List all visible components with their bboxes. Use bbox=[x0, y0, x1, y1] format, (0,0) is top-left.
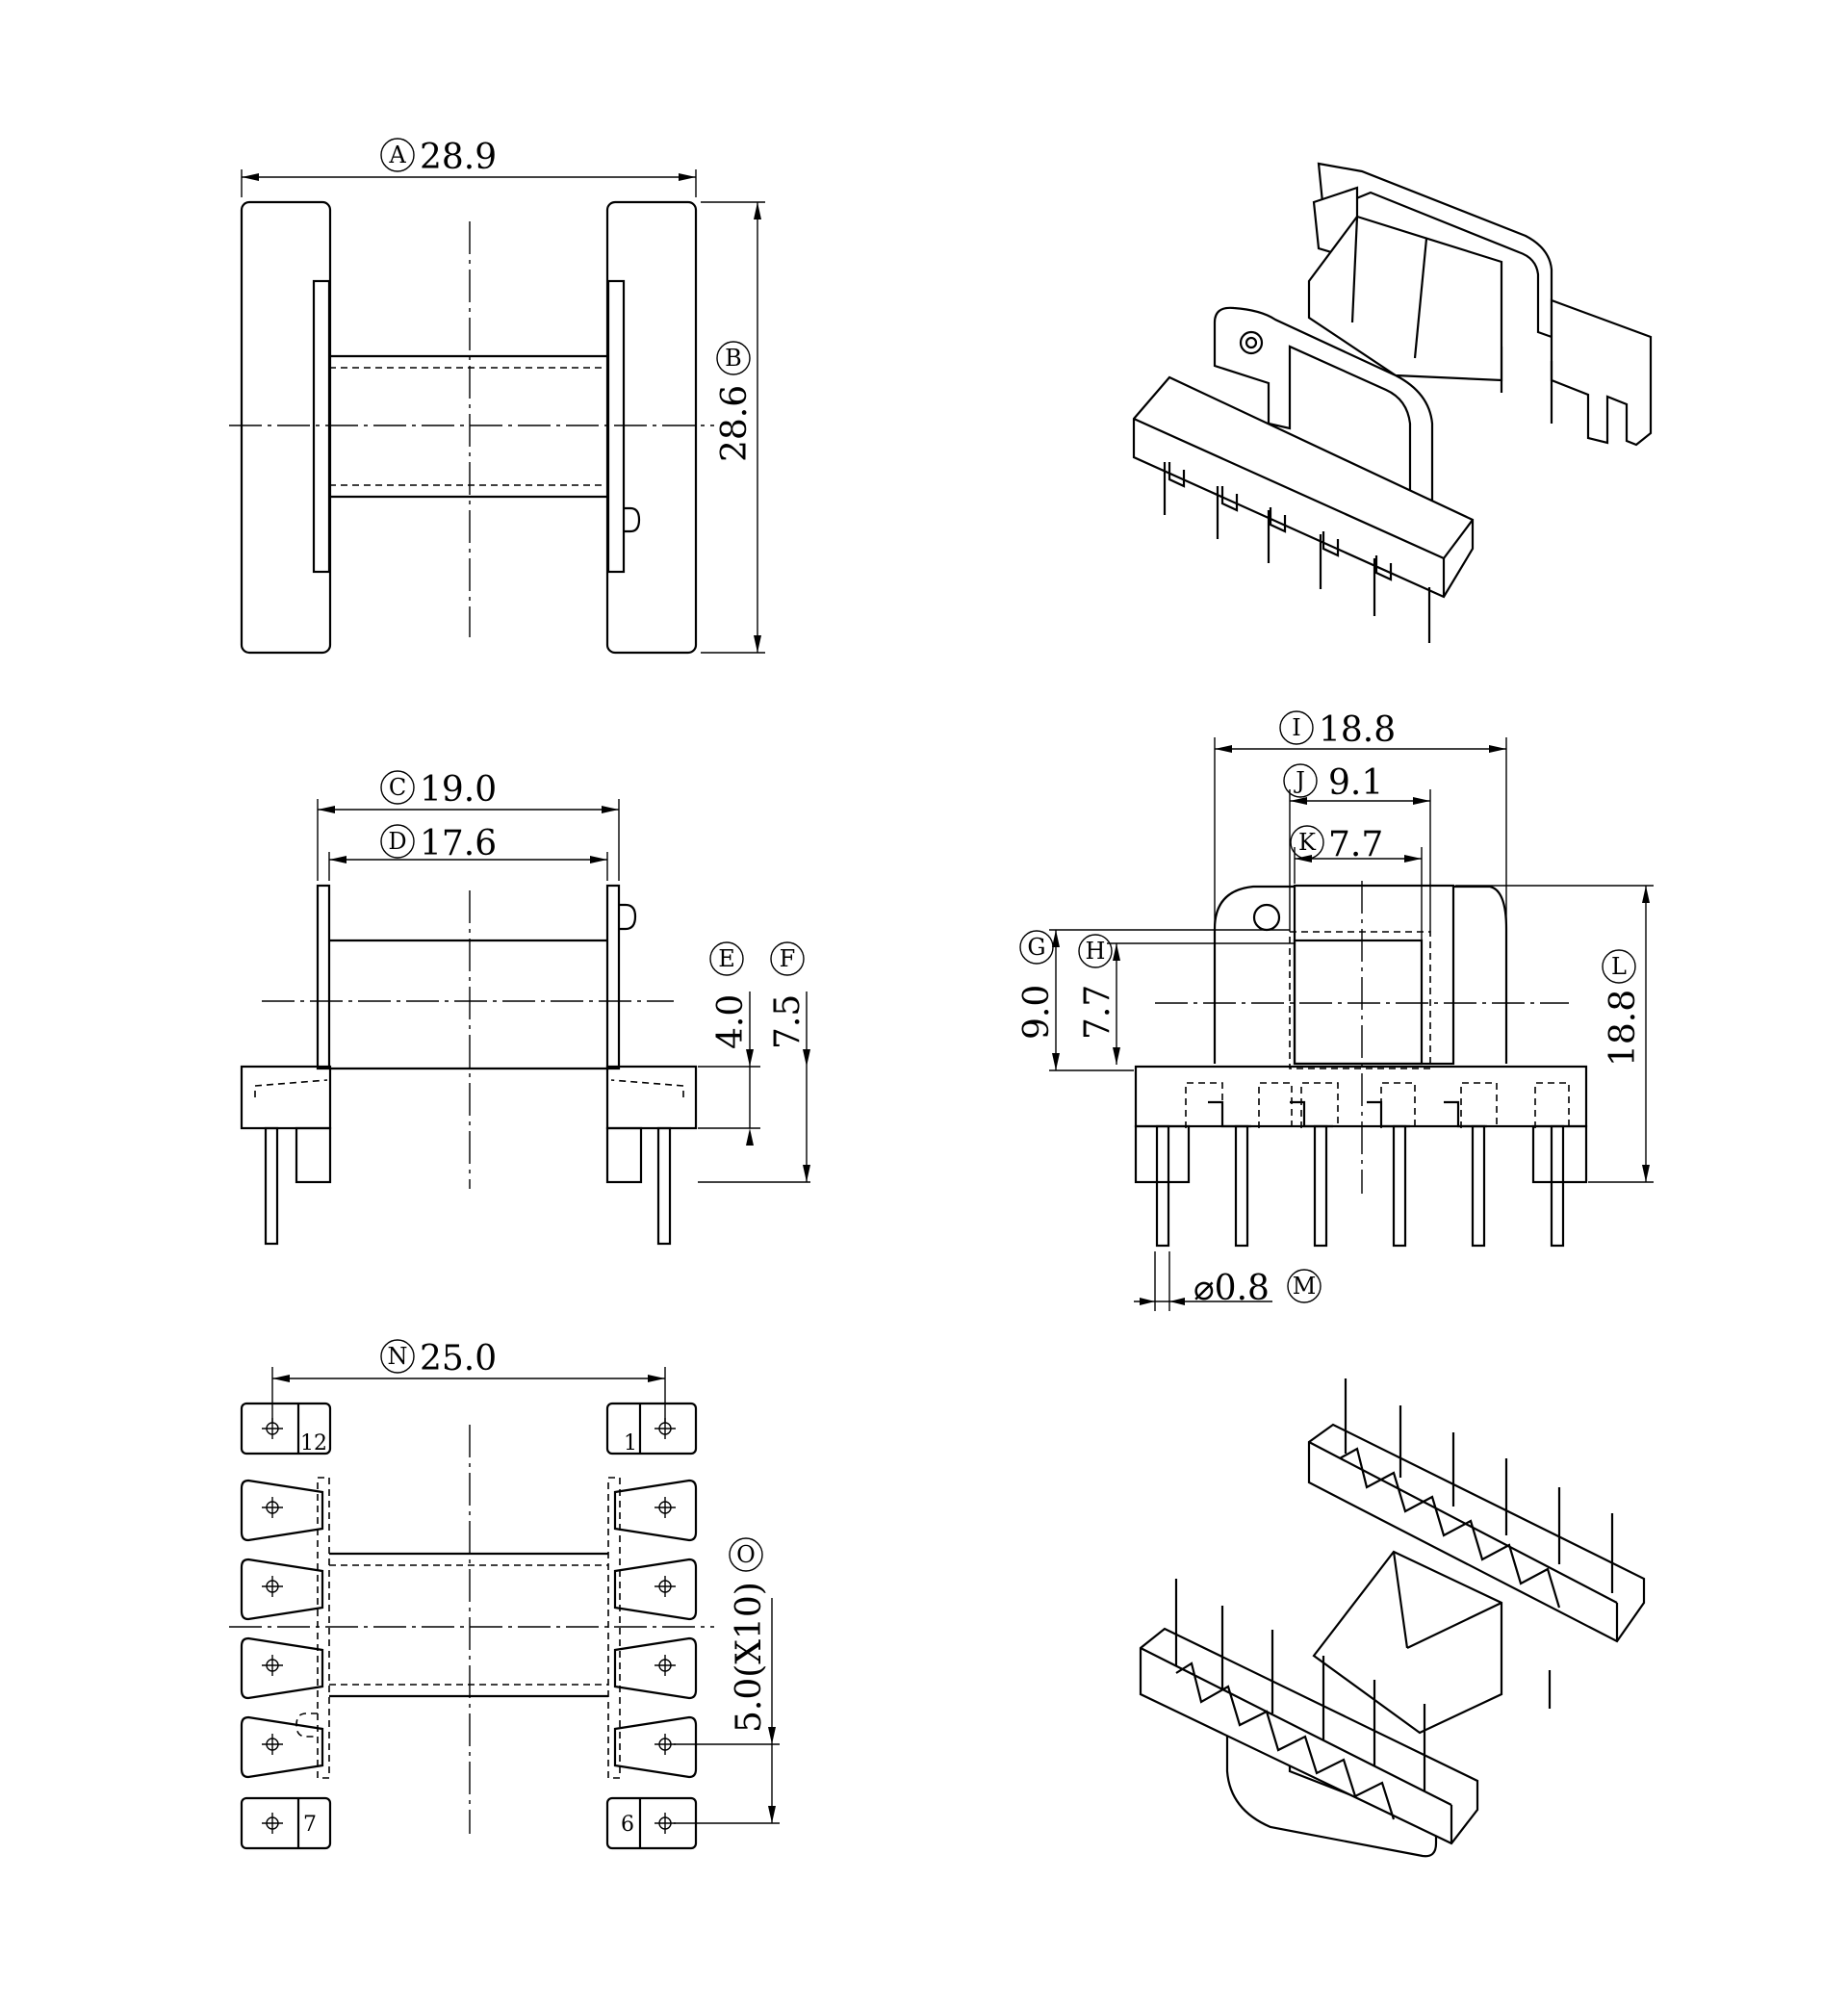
dim-B-letter: B bbox=[725, 345, 742, 372]
dim-I-value: 18.8 bbox=[1319, 710, 1396, 750]
dim-J-letter: J bbox=[1293, 767, 1305, 794]
dim-H: H 7.7 bbox=[1078, 934, 1295, 1065]
dim-H-letter: H bbox=[1086, 938, 1106, 965]
dim-L-letter: L bbox=[1611, 953, 1627, 980]
dim-E-value: 4.0 bbox=[711, 994, 751, 1049]
dim-C-letter: C bbox=[389, 774, 406, 801]
dim-G-letter: G bbox=[1027, 934, 1045, 961]
dim-D: D 17.6 bbox=[328, 824, 608, 881]
front-view bbox=[1134, 881, 1588, 1248]
dim-J: J 9.1 bbox=[1283, 763, 1431, 932]
dim-C-value: 19.0 bbox=[420, 770, 497, 810]
side-view bbox=[240, 884, 698, 1246]
dim-K-value: 7.7 bbox=[1328, 825, 1383, 864]
dim-A: A 28.9 bbox=[241, 138, 697, 197]
dim-M-value: ⌀0.8 bbox=[1194, 1269, 1270, 1308]
pin-label-12: 12 bbox=[300, 1431, 327, 1455]
pin-holes bbox=[262, 1418, 676, 1834]
dim-E: E 4.0 bbox=[698, 941, 760, 1146]
dim-N-letter: N bbox=[388, 1343, 408, 1370]
dim-K-letter: K bbox=[1298, 829, 1317, 856]
dim-F-letter: F bbox=[780, 945, 796, 972]
dim-M: ⌀0.8 M bbox=[1134, 1251, 1322, 1311]
dim-D-value: 17.6 bbox=[420, 824, 497, 863]
dim-O-value: 5.0(X10) bbox=[730, 1582, 769, 1733]
dim-A-value: 28.9 bbox=[420, 138, 497, 177]
bottom-view: 12 1 7 6 bbox=[229, 1402, 714, 1850]
dim-H-value: 7.7 bbox=[1078, 985, 1117, 1040]
dim-B-value: 28.6 bbox=[715, 385, 755, 462]
dim-O: O 5.0(X10) bbox=[674, 1537, 780, 1824]
dim-L: L 18.8 bbox=[1455, 885, 1654, 1183]
dim-F: F 7.5 bbox=[698, 941, 810, 1183]
dim-G: G 9.0 bbox=[1017, 929, 1290, 1071]
iso-view-bottom bbox=[1139, 1378, 1646, 1858]
dim-E-letter: E bbox=[718, 945, 735, 972]
pin-label-6: 6 bbox=[621, 1813, 634, 1837]
dim-J-value: 9.1 bbox=[1328, 763, 1383, 803]
dim-K: K 7.7 bbox=[1290, 825, 1423, 940]
dim-F-value: 7.5 bbox=[768, 994, 808, 1049]
dim-M-letter: M bbox=[1293, 1273, 1317, 1300]
dim-N-value: 25.0 bbox=[420, 1339, 497, 1378]
dim-G-value: 9.0 bbox=[1017, 985, 1057, 1040]
dim-B: B 28.6 bbox=[701, 201, 765, 654]
pin-label-7: 7 bbox=[303, 1813, 317, 1837]
dim-I: I 18.8 bbox=[1214, 710, 1507, 1061]
dim-I-letter: I bbox=[1292, 714, 1300, 741]
dim-L-value: 18.8 bbox=[1604, 990, 1643, 1067]
dim-C: C 19.0 bbox=[317, 770, 620, 881]
dim-N: N 25.0 bbox=[271, 1339, 666, 1423]
top-view bbox=[229, 200, 714, 655]
iso-view-top bbox=[1132, 162, 1653, 643]
dim-O-letter: O bbox=[736, 1541, 756, 1568]
dim-A-letter: A bbox=[388, 142, 406, 168]
pin-label-1: 1 bbox=[624, 1431, 637, 1455]
dim-D-letter: D bbox=[388, 828, 406, 855]
